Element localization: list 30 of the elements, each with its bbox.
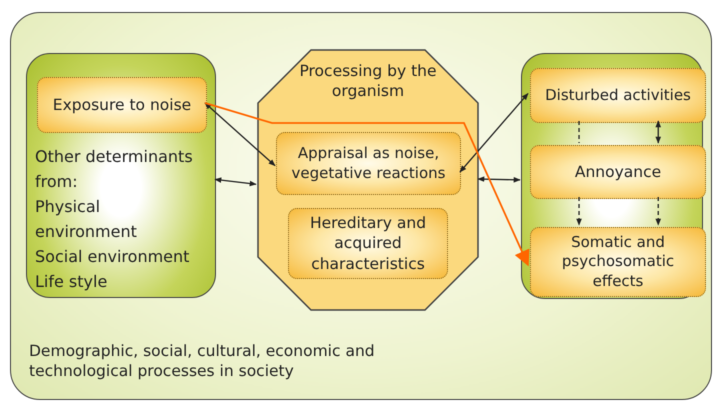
arrow <box>576 197 582 226</box>
arrow <box>204 102 530 266</box>
process-box <box>530 145 706 199</box>
process-box <box>37 77 207 133</box>
arrow <box>655 197 662 226</box>
arrow <box>204 102 276 166</box>
process-box <box>530 68 706 123</box>
context-panel <box>10 12 712 400</box>
process-box <box>530 227 706 297</box>
panel-text: Life style <box>35 271 108 293</box>
panel-text: Social environment <box>35 246 190 268</box>
panel-text: Demographic, social, cultural, economic and technological processes in society <box>29 341 376 382</box>
box-label: Hereditary and acquired characteristics <box>308 213 428 274</box>
arrow <box>655 120 662 144</box>
box-label: Annoyance <box>574 162 662 182</box>
panel-text: Physical environment <box>35 196 138 243</box>
box-label: Exposure to noise <box>52 94 192 116</box>
box-label: Somatic and psychosomatic effects <box>560 232 676 292</box>
octagon-title: Processing by the organism <box>298 61 438 102</box>
group-panel <box>521 53 703 299</box>
process-box <box>288 208 448 279</box>
panel-text: Other determinants from: <box>35 146 194 193</box>
group-panel <box>26 53 216 298</box>
arrow <box>460 92 528 172</box>
arrow <box>477 176 521 183</box>
box-label: Appraisal as noise, vegetative reactions <box>290 144 446 183</box>
arrow <box>214 177 257 186</box>
processing-octagon <box>257 49 479 311</box>
process-box <box>276 132 461 195</box>
box-label: Disturbed activities <box>544 86 692 106</box>
